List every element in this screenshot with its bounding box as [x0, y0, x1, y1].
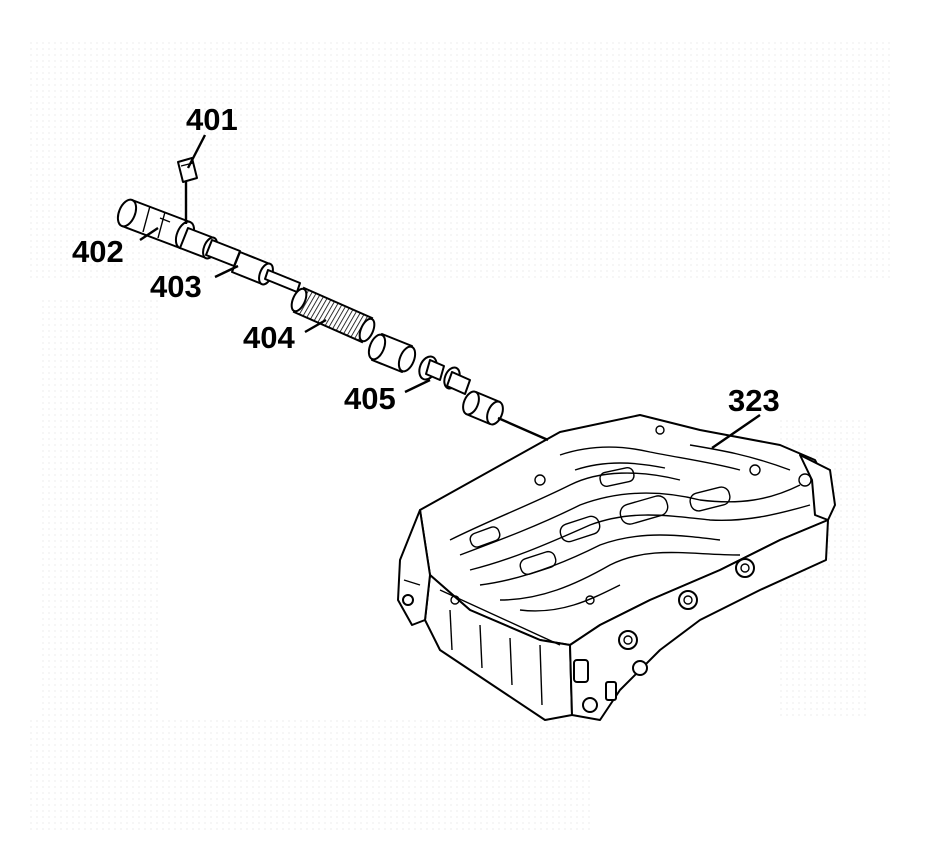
valve-body-ribs: [439, 589, 561, 706]
spacer-405: [418, 355, 471, 395]
leader-405: [404, 378, 431, 394]
leader-323: [711, 414, 761, 449]
spring-404: [290, 286, 376, 344]
retainer-clip-401: [177, 157, 198, 183]
leader-401: [186, 134, 207, 169]
valve-body-channels: [449, 425, 812, 612]
callout-405: 405: [344, 381, 396, 416]
callout-402: 402: [72, 234, 124, 269]
end-plug: [462, 390, 504, 426]
valve-spool-end: [367, 333, 417, 373]
valve-assembly: [116, 157, 504, 426]
callout-403: 403: [150, 269, 202, 304]
background-stipple: [30, 40, 890, 830]
valve-body-323: [397, 414, 836, 721]
callout-401: 401: [186, 102, 238, 137]
callout-323: 323: [728, 383, 780, 418]
valve-body-ports: [573, 558, 755, 713]
callout-labels: 401 402 403 404 405 323: [72, 102, 780, 418]
callout-404: 404: [243, 320, 295, 355]
leader-lines: [139, 134, 761, 449]
leader-402: [139, 227, 159, 241]
leader-323-valve: [497, 416, 549, 442]
valve-403: [179, 227, 301, 293]
leader-403: [214, 264, 239, 279]
leader-404: [304, 318, 327, 334]
